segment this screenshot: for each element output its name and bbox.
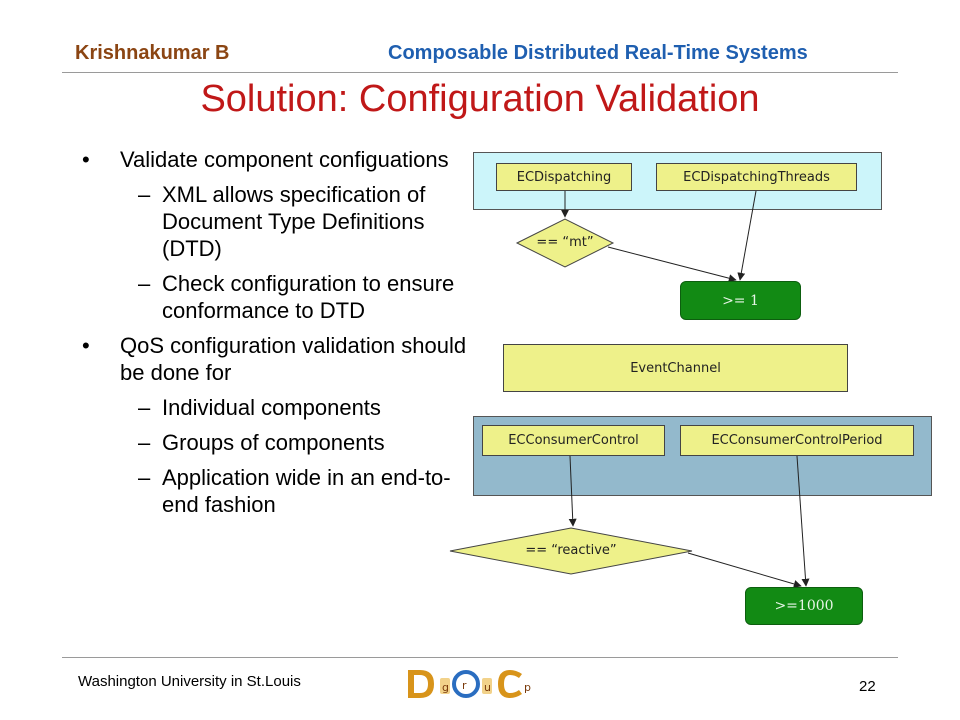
page-number: 22 — [859, 678, 876, 695]
bullet-dot-icon: • — [82, 147, 90, 172]
result-period-min: >=1000 — [745, 587, 863, 625]
header-author: Krishnakumar B — [75, 42, 230, 64]
condition-reactive-diamond — [449, 527, 693, 575]
bullet-text: XML allows specification of Document Typ… — [162, 182, 426, 261]
svg-text:r: r — [462, 679, 467, 692]
bullet-item: • QoS configuration validation should be… — [80, 332, 470, 386]
link-consumercontrol-to-reactive — [568, 455, 577, 527]
bullet-text: Individual components — [162, 395, 381, 420]
node-ec-dispatching: ECDispatching — [496, 163, 632, 191]
link-period-to-result — [796, 455, 810, 587]
bullet-text: Validate component configuations — [120, 147, 449, 172]
bullet-dash-icon: – — [138, 395, 151, 420]
bullet-text: Check configuration to ensure conformanc… — [162, 271, 455, 323]
bullet-item: • Validate component configuations — [80, 146, 470, 173]
node-ec-consumer-control: ECConsumerControl — [482, 425, 665, 456]
bullet-text: QoS configuration validation should be d… — [120, 333, 467, 385]
condition-mt-diamond — [515, 218, 615, 268]
link-reactive-to-period-result — [687, 552, 802, 588]
bullet-text: Groups of components — [162, 430, 385, 455]
condition-mt-label: == “mt” — [536, 235, 594, 250]
link-threads-to-result — [737, 190, 757, 281]
sub-bullet-item: – Check configuration to ensure conforma… — [80, 270, 470, 324]
bullet-dash-icon: – — [138, 465, 151, 490]
link-mt-to-threads-result — [607, 246, 737, 283]
node-ec-dispatching-threads: ECDispatchingThreads — [656, 163, 857, 191]
sub-bullet-item: – Individual components — [80, 394, 470, 421]
bullet-dash-icon: – — [138, 182, 151, 207]
sub-bullet-item: – Application wide in an end-to-end fash… — [80, 464, 470, 518]
bullet-dot-icon: • — [82, 333, 90, 358]
bullet-dash-icon: – — [138, 271, 151, 296]
bullet-text: Application wide in an end-to-end fashio… — [162, 465, 451, 517]
footer-university: Washington University in St.Louis — [78, 673, 301, 690]
svg-text:g: g — [442, 681, 449, 694]
header-divider — [62, 72, 898, 73]
slide-title: Solution: Configuration Validation — [200, 78, 760, 120]
footer-divider — [62, 657, 898, 658]
doc-group-logo-icon: g r u p — [404, 667, 534, 701]
condition-reactive-label: == “reactive” — [525, 543, 617, 558]
svg-text:u: u — [484, 681, 491, 694]
header-course-title: Composable Distributed Real-Time Systems — [388, 42, 808, 64]
bullet-dash-icon: – — [138, 430, 151, 455]
node-event-channel: EventChannel — [503, 344, 848, 392]
sub-bullet-item: – Groups of components — [80, 429, 470, 456]
svg-text:p: p — [524, 681, 531, 694]
bullet-list: • Validate component configuations – XML… — [80, 146, 470, 526]
node-ec-consumer-control-period: ECConsumerControlPeriod — [680, 425, 914, 456]
sub-bullet-item: – XML allows specification of Document T… — [80, 181, 470, 262]
result-threads-min: >= 1 — [680, 281, 801, 320]
